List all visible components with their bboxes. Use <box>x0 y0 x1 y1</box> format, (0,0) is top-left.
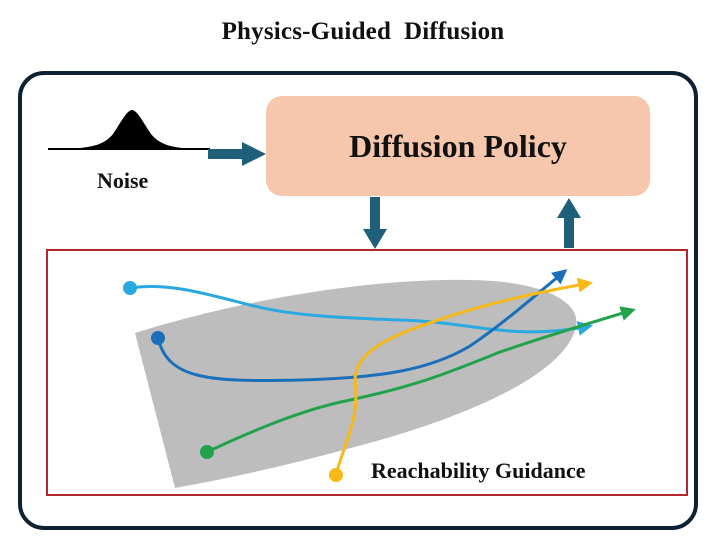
page-title: Physics-Guided Diffusion <box>221 18 505 45</box>
trajectory-dark-blue <box>156 269 568 383</box>
diffusion-policy-label: Diffusion Policy <box>349 127 567 164</box>
guidance-to-policy-arrow <box>557 198 581 248</box>
diffusion-policy-box: Diffusion Policy <box>266 96 650 196</box>
trajectory-green-start <box>200 445 214 459</box>
trajectory-dark-blue-start <box>151 331 165 345</box>
outer-frame <box>18 71 698 530</box>
gaussian-noise-icon <box>50 110 208 149</box>
noise-label: Noise <box>97 168 149 193</box>
reachability-guidance-label: Reachability Guidance <box>371 458 586 483</box>
trajectory-yellow-start <box>329 468 343 482</box>
noise-to-policy-arrow <box>208 142 266 166</box>
trajectory-green <box>206 306 636 454</box>
trajectory-light-blue <box>129 284 593 336</box>
trajectory-yellow <box>334 277 593 476</box>
reachability-guidance-box <box>46 249 688 496</box>
policy-to-guidance-arrow <box>363 197 387 249</box>
trajectory-light-blue-start <box>123 281 137 295</box>
